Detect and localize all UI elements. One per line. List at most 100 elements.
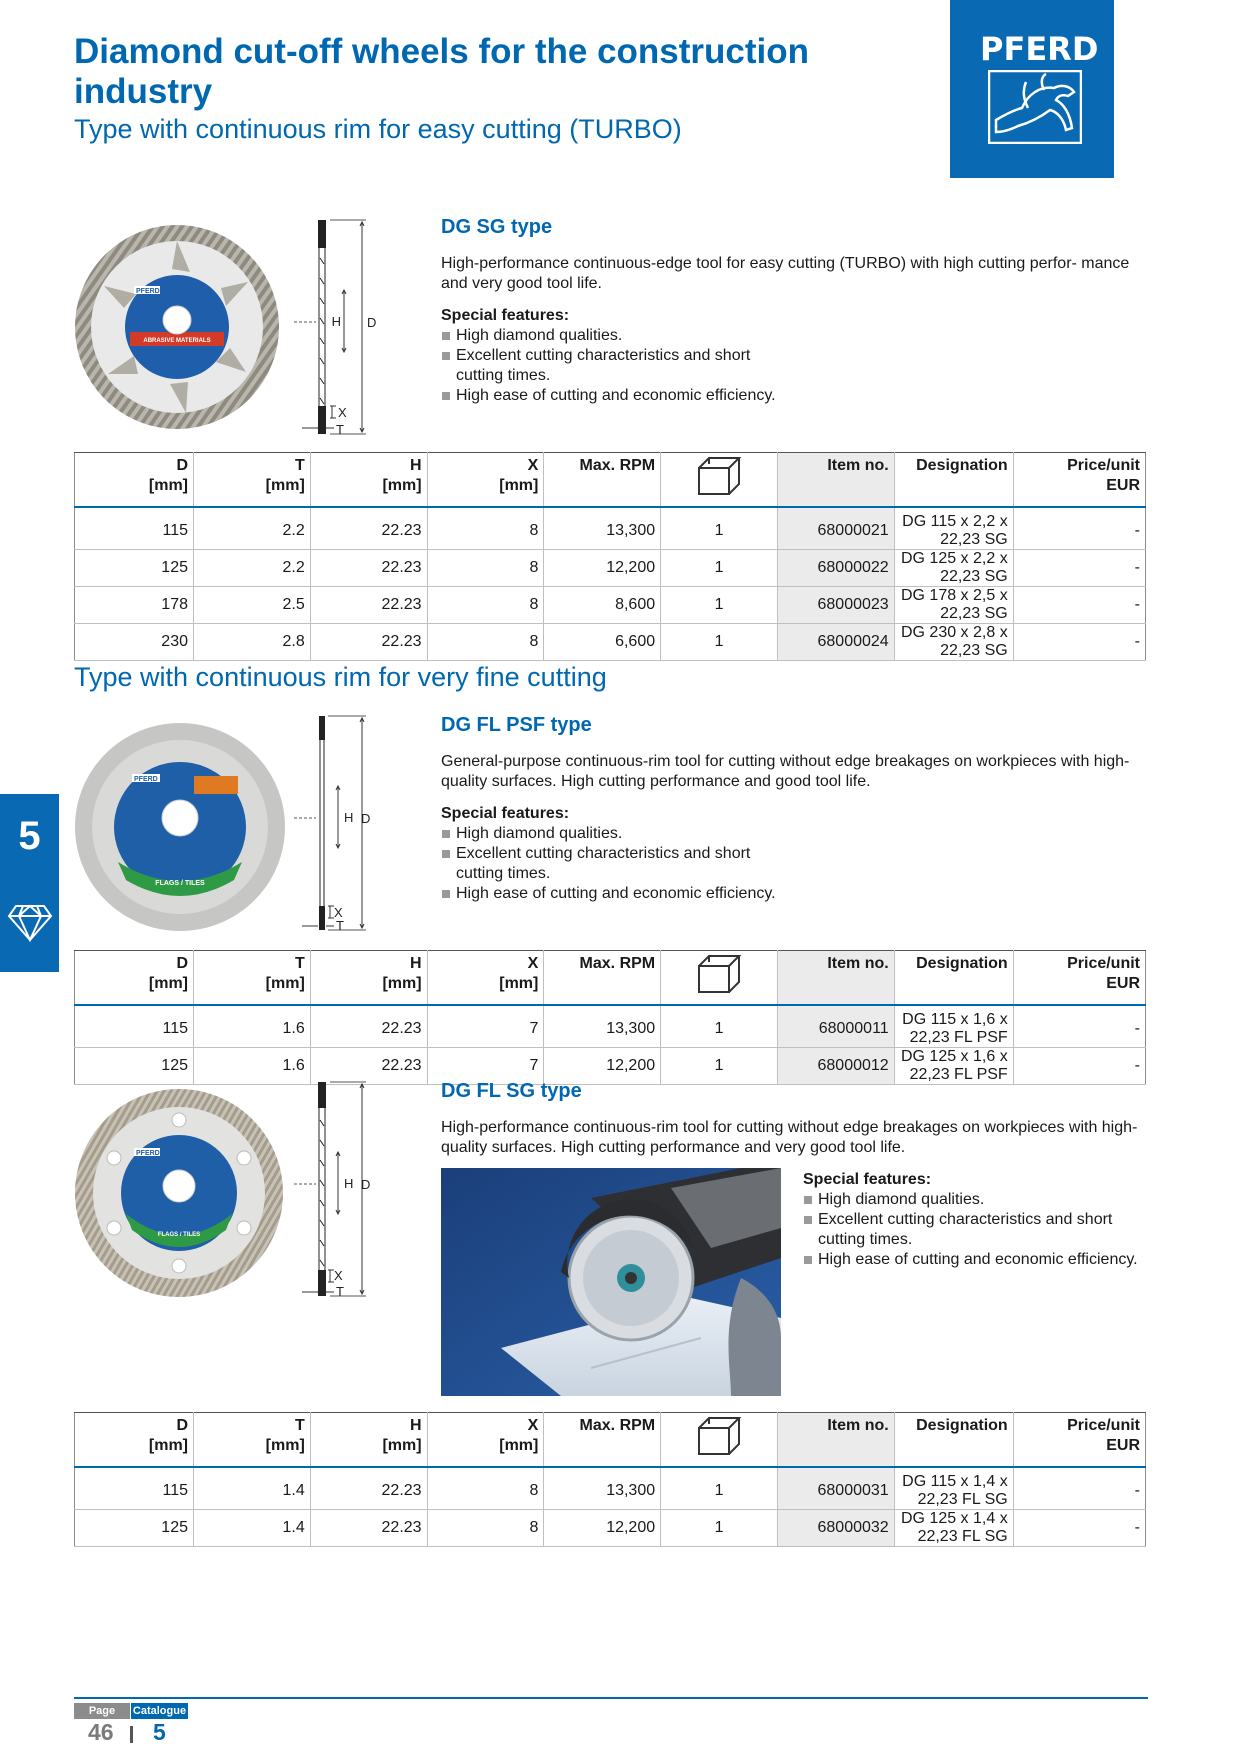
table-cell: 68000022 bbox=[776, 549, 895, 587]
logo-text: PFERD bbox=[980, 30, 1099, 68]
features-dg-sg: Special features: High diamond qualities… bbox=[441, 306, 801, 406]
table-cell: 13,300 bbox=[543, 506, 661, 550]
pferd-logo: PFERD bbox=[950, 0, 1114, 178]
feature-item: High diamond qualities. bbox=[803, 1190, 1143, 1210]
col-header-pack bbox=[660, 452, 778, 507]
header-text: EUR bbox=[1106, 1437, 1140, 1454]
table-cell: 1 bbox=[660, 1047, 778, 1085]
table-cell: 2.8 bbox=[193, 623, 311, 661]
table-cell: - bbox=[1012, 623, 1146, 661]
wheel-band-label: FLAGS / TILES bbox=[158, 1232, 200, 1238]
col-header-d: D[mm] bbox=[75, 951, 194, 1005]
wheel-brand-label: PFERD bbox=[136, 288, 160, 295]
table-cell: 68000023 bbox=[776, 586, 895, 624]
table-cell: DG 115 x 2,2 x 22,23 SG bbox=[893, 506, 1014, 550]
header-text: H bbox=[410, 1417, 422, 1434]
features-title: Special features: bbox=[441, 805, 570, 822]
header-text: [mm] bbox=[382, 975, 422, 992]
table-cell: 22.23 bbox=[309, 1509, 428, 1547]
table-cell: 22.23 bbox=[309, 506, 428, 550]
col-header-x: X[mm] bbox=[426, 452, 544, 507]
product-description-dg-sg: High-performance continuous-edge tool fo… bbox=[441, 255, 1130, 292]
page-title: Diamond cut-off wheels for the construct… bbox=[74, 32, 810, 111]
chapter-number: 5 bbox=[18, 814, 41, 858]
dim-label-t: T bbox=[336, 1284, 344, 1298]
table-cell: 1.4 bbox=[193, 1466, 311, 1510]
feature-item: Excellent cutting characteristics and sh… bbox=[441, 346, 801, 386]
product-heading-dg-sg: DG SG type bbox=[441, 216, 553, 238]
header-text: [mm] bbox=[265, 1437, 305, 1454]
header-text: EUR bbox=[1106, 975, 1140, 992]
table-cell: 8 bbox=[426, 586, 544, 624]
footer-rule bbox=[74, 1697, 1148, 1699]
dim-label-h: H bbox=[332, 314, 341, 329]
table-cell: 22.23 bbox=[309, 1047, 428, 1085]
features-dg-fl-psf: Special features: High diamond qualities… bbox=[441, 804, 801, 904]
header-text: Price/unit bbox=[1067, 955, 1140, 972]
table-cell: 1.4 bbox=[193, 1509, 311, 1547]
wheel-band-label: ABRASIVE MATERIALS bbox=[143, 338, 210, 344]
table-cell: 68000021 bbox=[776, 506, 895, 550]
feature-item: High ease of cutting and economic effici… bbox=[803, 1250, 1143, 1270]
col-header-designation: Designation bbox=[893, 1412, 1014, 1467]
dim-label-x: X bbox=[338, 405, 347, 420]
dim-label-h: H bbox=[344, 810, 353, 825]
col-header-d: D[mm] bbox=[75, 1413, 194, 1467]
table-cell: 8 bbox=[426, 549, 544, 587]
feature-item: High diamond qualities. bbox=[441, 326, 801, 346]
footer-page-number: 46 bbox=[88, 1719, 114, 1745]
table-cell: 22.23 bbox=[309, 1004, 428, 1048]
table-cell: 115 bbox=[74, 1004, 194, 1048]
header-text: Price/unit bbox=[1067, 1417, 1140, 1434]
features-title: Special features: bbox=[803, 1171, 932, 1188]
dim-label-t: T bbox=[336, 422, 344, 436]
dim-label-x: X bbox=[334, 905, 343, 920]
header-text: X bbox=[527, 1417, 539, 1434]
dim-label-x: X bbox=[334, 1268, 343, 1283]
wheel-image-dg-fl-psf: PFERD FLAGS / TILES bbox=[75, 723, 285, 931]
table-cell: 68000012 bbox=[776, 1047, 895, 1085]
table-cell: 68000024 bbox=[776, 623, 895, 661]
table-cell: 12,200 bbox=[543, 549, 661, 587]
features-dg-fl-sg: Special features: High diamond qualities… bbox=[803, 1170, 1143, 1270]
table-cell: 8 bbox=[426, 1466, 544, 1510]
col-header-t: T[mm] bbox=[193, 1412, 311, 1467]
col-header-item: Item no. bbox=[776, 1412, 895, 1467]
table-cell: 1 bbox=[660, 1004, 778, 1048]
dim-label-h: H bbox=[344, 1176, 353, 1191]
dimension-drawing-dg-fl-sg: H D X T bbox=[294, 1081, 370, 1298]
table-cell: 1 bbox=[660, 506, 778, 550]
col-header-x: X[mm] bbox=[426, 1412, 544, 1467]
header-text: D bbox=[176, 457, 188, 474]
col-header-h: H [mm] bbox=[309, 950, 428, 1005]
table-cell: 22.23 bbox=[309, 586, 428, 624]
table-cell: 1 bbox=[660, 549, 778, 587]
feature-item: Excellent cutting characteristics and sh… bbox=[803, 1210, 1143, 1250]
wheel-image-dg-sg: PFERD ABRASIVE MATERIALS bbox=[75, 225, 279, 429]
col-header-rpm: Max. RPM bbox=[543, 452, 661, 507]
table-cell: 230 bbox=[74, 623, 194, 661]
header-text: [mm] bbox=[265, 975, 305, 992]
wheel-brand-label: PFERD bbox=[134, 776, 158, 783]
table-cell: DG 125 x 1,6 x 22,23 FL PSF bbox=[893, 1047, 1014, 1085]
header-text: T bbox=[295, 955, 305, 972]
table-cell: 1 bbox=[660, 586, 778, 624]
header-text: H bbox=[410, 955, 422, 972]
table-cell: 7 bbox=[426, 1047, 544, 1085]
table-cell: DG 115 x 1,6 x 22,23 FL PSF bbox=[893, 1004, 1014, 1048]
table-cell: 22.23 bbox=[309, 623, 428, 661]
table-header-row: D[mm] T[mm] H[mm] X[mm] Max. RPM Item no… bbox=[74, 950, 1146, 1005]
table-cell: 8,600 bbox=[543, 586, 661, 624]
table-cell: 12,200 bbox=[543, 1509, 661, 1547]
table-cell: 1 bbox=[660, 623, 778, 661]
table-cell: 8 bbox=[426, 1509, 544, 1547]
product-description-dg-fl-sg: High-performance continuous-rim tool for… bbox=[441, 1119, 1138, 1156]
table-cell: 2.5 bbox=[193, 586, 311, 624]
col-header-h: H[mm] bbox=[309, 452, 428, 507]
feature-item: High diamond qualities. bbox=[441, 824, 801, 844]
